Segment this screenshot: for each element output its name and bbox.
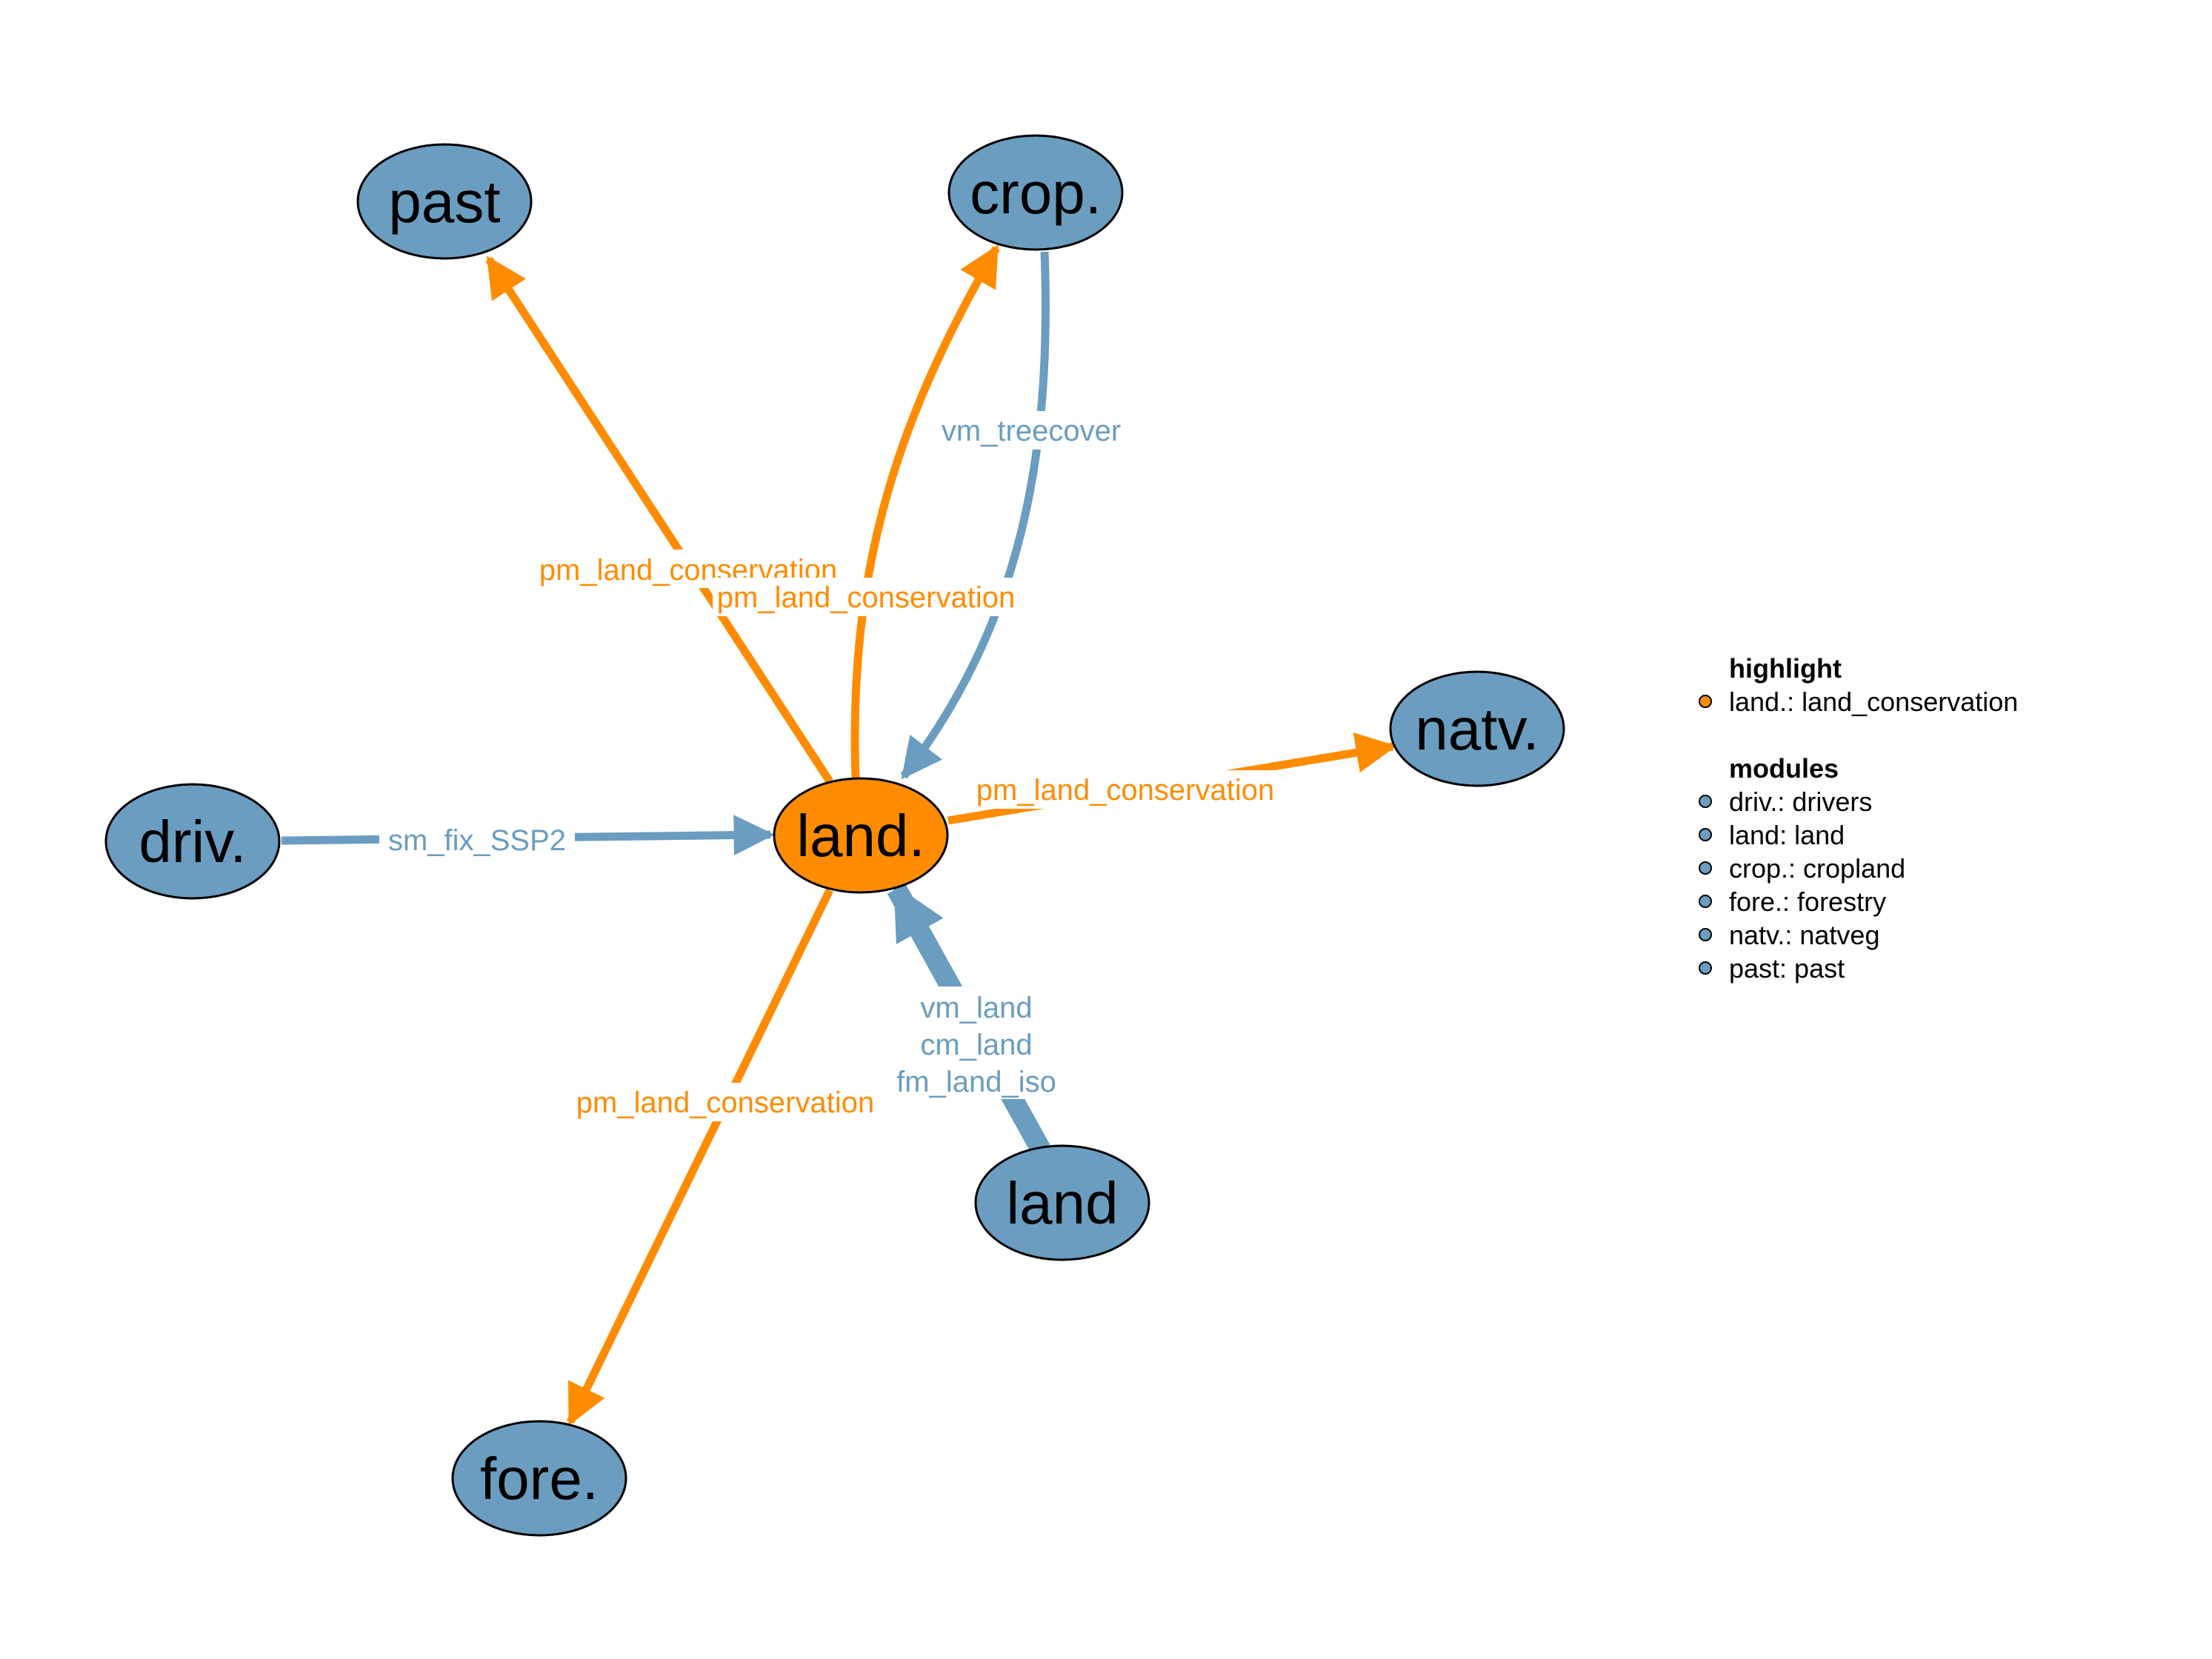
legend-highlight-item: land.: land_conservation xyxy=(1729,687,2018,717)
node-label-land-ext: land xyxy=(1006,1170,1118,1236)
node-shape xyxy=(947,134,1124,251)
edge-label-land-to-fore: pm_land_conservation xyxy=(576,1086,874,1119)
edge-label-bg xyxy=(713,578,1019,616)
edge-label-crop-to-land: vm_treecover xyxy=(942,415,1121,447)
legend-module-dot xyxy=(1699,828,1712,841)
node-shape xyxy=(1389,670,1565,787)
edge-crop-to-land[interactable] xyxy=(900,251,1050,780)
edge-label-land-to-natv: pm_land_conservation xyxy=(976,774,1274,807)
node-shape xyxy=(974,1144,1150,1261)
node-label-crop: crop. xyxy=(970,160,1102,226)
legend-module-dot xyxy=(1699,961,1712,975)
node-land-highlight[interactable]: land. xyxy=(773,777,949,894)
edge-label-bg xyxy=(972,770,1279,809)
edge-label-bg xyxy=(890,987,1064,1099)
node-label-fore: fore. xyxy=(480,1446,599,1512)
edge-label-landext-to-land-3: fm_land_iso xyxy=(896,1066,1056,1098)
edge-label-landext-to-land-2: cm_land xyxy=(920,1029,1032,1061)
legend: highlight land.: land_conservation modul… xyxy=(1699,653,2018,984)
legend-modules-title: modules xyxy=(1729,753,1839,784)
legend-module-item: natv.: natveg xyxy=(1729,920,1879,950)
legend-module-dot xyxy=(1699,928,1712,941)
node-crop[interactable]: crop. xyxy=(947,134,1124,251)
legend-module-dot xyxy=(1699,795,1712,808)
node-label-past: past xyxy=(388,169,500,235)
node-shape xyxy=(773,777,949,894)
edge-land-to-fore[interactable] xyxy=(567,888,833,1426)
edge-label-bg xyxy=(379,821,575,859)
node-driv[interactable]: driv. xyxy=(104,783,281,900)
edge-label-land-to-crop: pm_land_conservation xyxy=(717,581,1015,614)
edge-land-to-crop[interactable] xyxy=(850,244,1000,778)
node-land[interactable]: land xyxy=(974,1144,1150,1261)
legend-highlight-title: highlight xyxy=(1729,653,1842,684)
edge-labels: vm_treecover pm_land_conservation pm_lan… xyxy=(379,411,1279,1121)
node-past[interactable]: past xyxy=(356,143,533,260)
legend-module-item: fore.: forestry xyxy=(1729,887,1886,917)
legend-module-dot xyxy=(1699,895,1712,908)
edge-land-to-past[interactable] xyxy=(485,256,833,784)
legend-highlight-dot xyxy=(1699,695,1712,708)
legend-module-item: driv.: drivers xyxy=(1729,787,1872,817)
legend-module-item: crop.: cropland xyxy=(1729,853,1905,884)
node-natv[interactable]: natv. xyxy=(1389,670,1565,787)
node-fore[interactable]: fore. xyxy=(451,1420,627,1537)
legend-module-item: past: past xyxy=(1729,953,1845,984)
edge-label-bg xyxy=(935,411,1127,450)
legend-module-dot xyxy=(1699,861,1712,875)
node-label-natv: natv. xyxy=(1415,696,1539,762)
edge-label-landext-to-land-1: vm_land xyxy=(920,992,1032,1024)
node-label-land-center: land. xyxy=(796,803,925,869)
node-shape xyxy=(104,783,281,900)
legend-module-item: land: land xyxy=(1729,820,1845,850)
edge-label-driv-to-land: sm_fix_SSP2 xyxy=(388,824,566,857)
edge-label-bg xyxy=(572,1083,879,1121)
nodes: past crop. land. natv. driv. fore. land xyxy=(104,134,1565,1537)
node-shape xyxy=(451,1420,627,1537)
node-shape xyxy=(356,143,533,260)
node-label-driv: driv. xyxy=(139,809,246,875)
